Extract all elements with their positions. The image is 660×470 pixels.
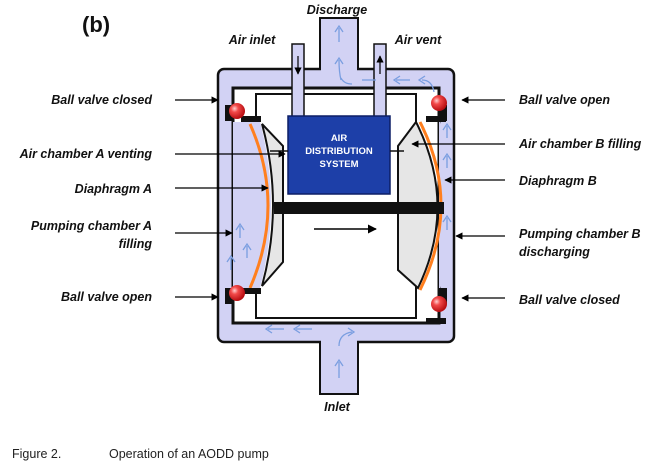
label-discharge: Discharge [307, 3, 367, 17]
diaphragm-a [248, 123, 270, 289]
label-pumping-chamber-b-1: Pumping chamber B [519, 227, 641, 241]
panel-label: (b) [82, 12, 110, 37]
label-ball-valve-closed-left: Ball valve closed [51, 93, 152, 107]
left-side [233, 122, 284, 288]
label-diaphragm-b: Diaphragm B [519, 174, 597, 188]
ads-line3: SYSTEM [319, 159, 358, 170]
valve-seats [225, 105, 447, 324]
label-ball-valve-closed-right: Ball valve closed [519, 293, 620, 307]
flow-arrows [226, 24, 452, 378]
label-ball-valve-open-left: Ball valve open [61, 290, 152, 304]
ball-valve-top-right [431, 95, 447, 111]
label-ball-valve-open-right: Ball valve open [519, 93, 610, 107]
label-inlet: Inlet [324, 400, 351, 414]
label-air-vent: Air vent [394, 33, 442, 47]
ball-valve-bottom-left [229, 285, 245, 301]
ball-valve-bottom-right [431, 296, 447, 312]
label-air-chamber-a: Air chamber A venting [19, 147, 153, 161]
ball-valve-top-left [229, 103, 245, 119]
ads-line2: DISTRIBUTION [305, 146, 373, 157]
label-pumping-chamber-b-2: discharging [519, 245, 590, 259]
connecting-shaft [274, 202, 444, 214]
label-air-chamber-b: Air chamber B filling [518, 137, 642, 151]
ads-line1: AIR [331, 133, 348, 144]
label-air-inlet: Air inlet [228, 33, 276, 47]
leader-lines [175, 96, 505, 302]
label-pumping-chamber-a-2: filling [119, 237, 153, 251]
label-diaphragm-a: Diaphragm A [75, 182, 152, 196]
air-distribution-system: AIR DISTRIBUTION SYSTEM [270, 43, 404, 195]
figure-caption: Operation of an AODD pump [109, 447, 269, 461]
label-pumping-chamber-a-1: Pumping chamber A [31, 219, 152, 233]
figure-number: Figure 2. [12, 447, 62, 461]
